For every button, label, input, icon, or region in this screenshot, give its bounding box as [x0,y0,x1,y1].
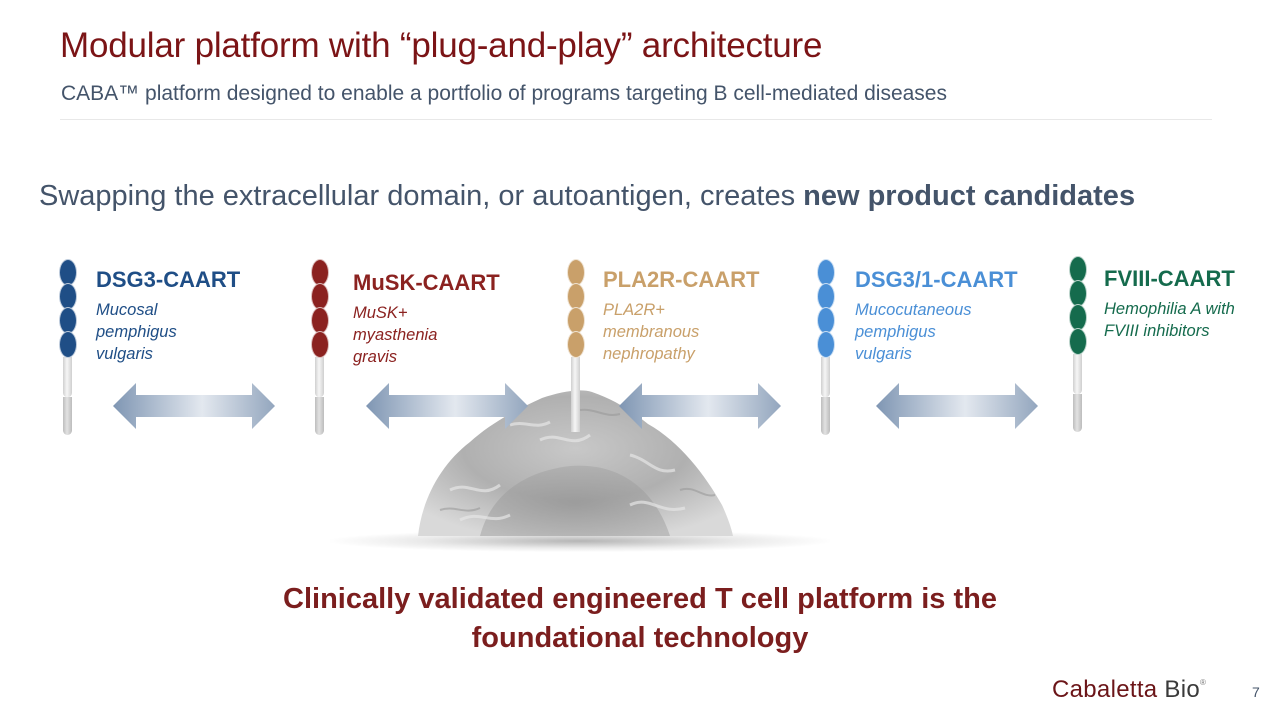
indication-line: Hemophilia A with [1104,300,1235,318]
swap-arrow-icon [366,383,528,429]
program-dsg3: DSG3-CAART Mucosal pemphigus vulgaris [96,267,240,365]
headline-prefix: Swapping the extracellular domain, or au… [39,180,804,212]
arrow-shape [366,383,528,429]
indication-line: gravis [353,348,398,366]
arrow-shape [619,383,781,429]
t-cell-shape [418,390,733,536]
indication-line: vulgaris [855,345,912,363]
receptor-transmembrane [821,397,830,435]
receptor-domain [59,307,77,334]
swap-arrow-icon [619,383,781,429]
program-name: MuSK-CAART [353,270,500,295]
receptor-transmembrane [1073,394,1082,432]
receptor-domain [567,283,585,310]
indication-line: Mucosal [96,301,158,319]
receptor-transmembrane [315,397,324,435]
logo-wordmark-primary: Cabaletta [1052,676,1158,703]
receptor-domain [817,259,835,286]
swap-arrow-icon [113,383,275,429]
registered-mark: ® [1200,678,1207,687]
platform-statement-line: foundational technology [471,622,809,654]
program-indication: Mucosal pemphigus vulgaris [96,299,240,365]
swap-arrow-icon [876,383,1038,429]
receptor-domain [311,283,329,310]
receptor-domain [59,331,77,358]
receptor-stalk [63,357,72,397]
headline: Swapping the extracellular domain, or au… [39,180,1135,213]
receptor-stalk [315,357,324,397]
receptor-domain [311,331,329,358]
program-name: PLA2R-CAART [603,267,760,292]
receptor-domain [567,307,585,334]
indication-line: vulgaris [96,345,153,363]
logo-wordmark-secondary: Bio [1164,676,1201,703]
header-divider [60,119,1212,120]
receptor-domain [567,331,585,358]
program-indication: MuSK+ myasthenia gravis [353,302,500,368]
indication-line: nephropathy [603,345,695,363]
program-indication: Mucocutaneous pemphigus vulgaris [855,299,1018,365]
program-name: DSG3/1-CAART [855,267,1018,292]
indication-line: pemphigus [96,323,177,341]
receptor-stalk [571,357,580,432]
indication-line: Mucocutaneous [855,301,972,319]
receptor-transmembrane [63,397,72,435]
receptor-domain [817,307,835,334]
company-logo: Cabaletta Bio® [1052,676,1206,704]
receptor-domain [59,259,77,286]
arrow-shape [113,383,275,429]
receptor-domain [59,283,77,310]
program-name: FVIII-CAART [1104,266,1235,291]
indication-line: MuSK+ [353,304,408,322]
arrow-shape [876,383,1038,429]
receptor-domain [817,283,835,310]
receptor-domain [1069,280,1087,307]
receptor-domain [1069,328,1087,355]
indication-line: myasthenia [353,326,438,344]
platform-statement: Clinically validated engineered T cell p… [0,580,1280,658]
slide-title: Modular platform with “plug-and-play” ar… [60,26,823,65]
program-fviii: FVIII-CAART Hemophilia A with FVIII inhi… [1104,266,1235,342]
receptor-stalk [1073,354,1082,394]
program-name: DSG3-CAART [96,267,241,292]
program-pla2r: PLA2R-CAART PLA2R+ membranous nephropath… [603,267,759,365]
platform-statement-line: Clinically validated engineered T cell p… [283,583,997,615]
receptor-domain [567,259,585,286]
indication-line: pemphigus [855,323,936,341]
page-number: 7 [1252,684,1260,700]
receptor-domain [311,307,329,334]
program-indication: PLA2R+ membranous nephropathy [603,299,759,365]
indication-line: FVIII inhibitors [1104,322,1210,340]
slide-subtitle: CABA™ platform designed to enable a port… [61,82,947,105]
receptor-domain [1069,256,1087,283]
indication-line: PLA2R+ [603,301,665,319]
receptor-domain [1069,304,1087,331]
receptor-domain [311,259,329,286]
program-musk: MuSK-CAART MuSK+ myasthenia gravis [353,270,500,368]
headline-emphasis: new product candidates [803,180,1136,212]
receptor-stalk [821,357,830,397]
program-dsg31: DSG3/1-CAART Mucocutaneous pemphigus vul… [855,267,1018,365]
t-cell-illustration [330,380,850,560]
indication-line: membranous [603,323,700,341]
receptor-domain [817,331,835,358]
program-indication: Hemophilia A with FVIII inhibitors [1104,298,1235,342]
